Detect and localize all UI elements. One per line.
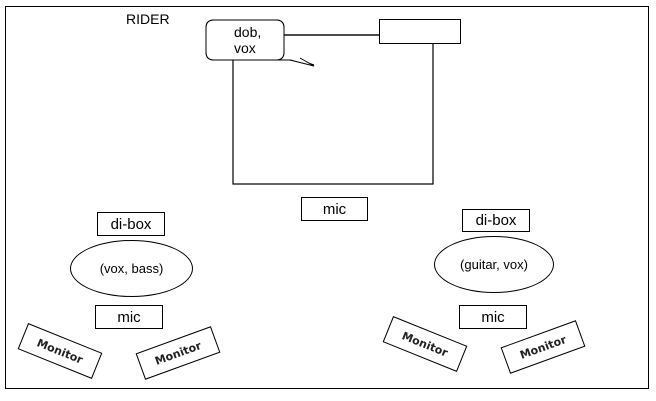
- center-mic-box: mic: [301, 197, 368, 221]
- rider-title: RIDER: [126, 11, 170, 27]
- speech-bubble-tail: [289, 57, 315, 67]
- right-performer: (guitar, vox): [434, 236, 554, 293]
- drum-callout-line2: vox: [234, 40, 256, 56]
- speech-bubble-body: [205, 19, 285, 61]
- right-mic-box: mic: [459, 305, 527, 329]
- drum-callout-text: dob, vox: [234, 24, 261, 56]
- stage-border: [5, 6, 649, 389]
- drum-callout-line1: dob,: [234, 24, 262, 40]
- left-performer: (vox, bass): [70, 240, 193, 297]
- right-dibox: di-box: [462, 209, 530, 232]
- left-mic-box: mic: [95, 305, 163, 329]
- drum-label-box: [379, 19, 461, 44]
- left-dibox: di-box: [97, 212, 165, 236]
